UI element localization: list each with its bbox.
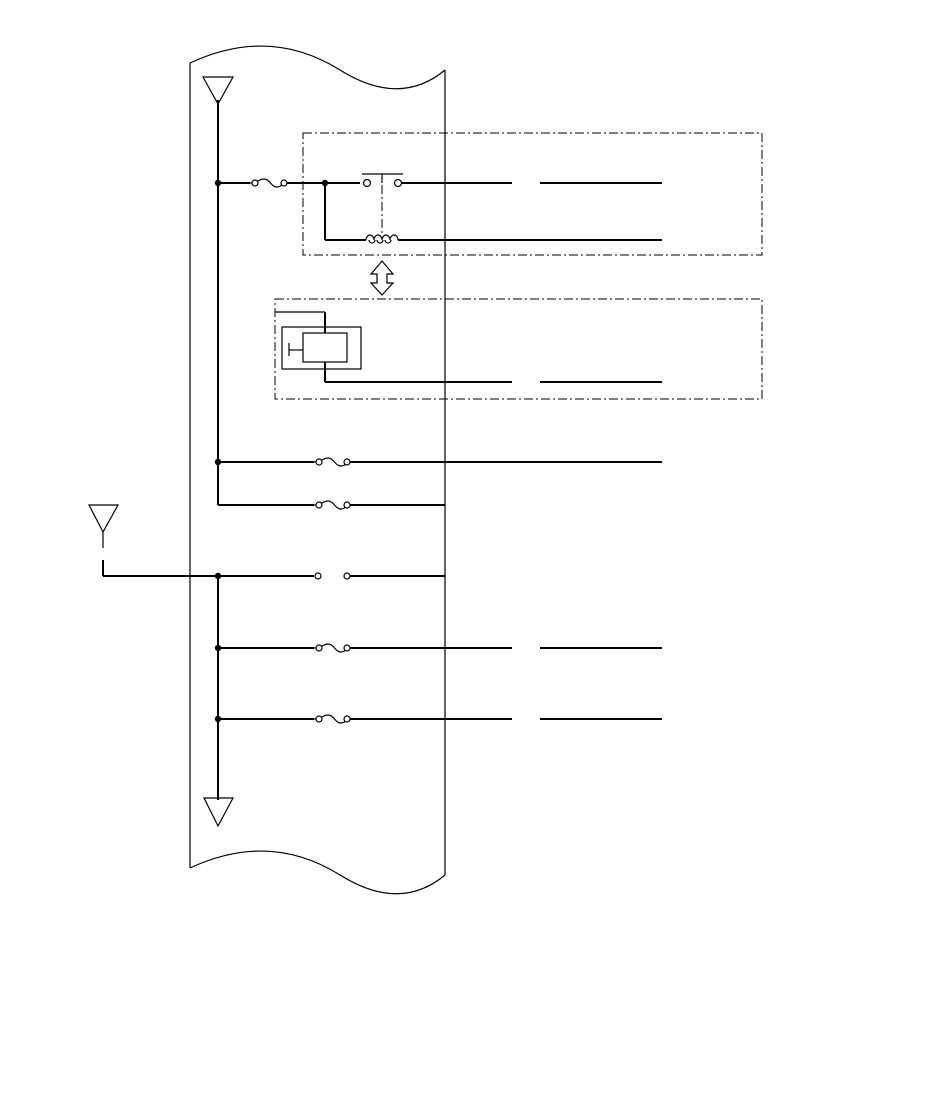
open-contact-icon (314, 572, 351, 580)
fuse-icon (249, 178, 288, 188)
module-element-icon (302, 332, 348, 363)
fuse-block-outline (189, 45, 446, 895)
circuit-6-open-contact (102, 560, 445, 580)
relay-box (302, 132, 763, 256)
module-box (274, 298, 763, 400)
ground-left-icon (88, 504, 120, 548)
circuit-8-fuse (214, 714, 662, 724)
module-housing (281, 326, 362, 370)
circuit-2-relay-coil (324, 183, 662, 244)
ground-bottom-icon (203, 797, 235, 828)
relay-module-link-arrow (369, 260, 395, 296)
relay-coil-icon (365, 234, 399, 244)
circuit-7-fuse (214, 643, 662, 653)
circuit-4-fuse (214, 457, 662, 467)
fuse-icon (313, 500, 351, 510)
ground-top-icon (201, 76, 235, 106)
fuse-icon (313, 643, 351, 653)
circuit-5-fuse (218, 500, 445, 510)
fuse-icon (313, 714, 351, 724)
fuse-icon (313, 457, 351, 467)
relay-switch-icon (362, 173, 403, 188)
circuit-3-control-module (275, 311, 662, 383)
circuit-1-fuse-relay-switch (214, 173, 662, 188)
